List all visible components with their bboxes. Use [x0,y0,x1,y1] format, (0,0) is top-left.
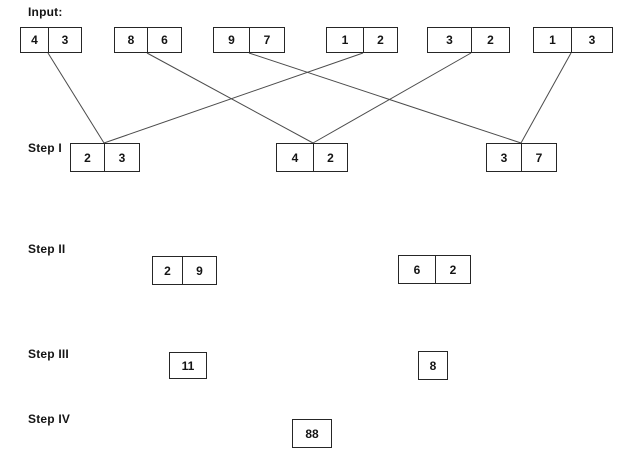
step3-box-1: 11 [169,352,207,379]
input-box-4: 1 2 [326,27,398,53]
box-cell: 11 [181,358,195,373]
step1-box-2: 4 2 [276,143,348,172]
box-cell: 2 [377,33,384,47]
box-cell: 3 [428,28,472,52]
input-box-3: 9 7 [213,27,285,53]
box-cell: 8 [115,28,148,52]
box-cell: 4 [21,28,49,52]
box-cell: 88 [305,426,319,441]
step2-box-1: 2 9 [152,256,217,285]
box-cell: 9 [196,263,203,278]
step4-box-1: 88 [292,419,332,448]
input-box-6: 1 3 [533,27,613,53]
box-cell: 2 [327,150,334,165]
step1-row-label: Step I [28,141,62,155]
step1-box-1: 2 3 [70,143,140,172]
step1-box-3: 3 7 [486,143,557,172]
box-cell: 8 [429,358,437,373]
input-box-2: 8 6 [114,27,182,53]
box-cell: 7 [535,150,543,165]
step2-box-2: 6 2 [398,255,471,284]
box-cell: 7 [263,33,271,47]
box-cell: 6 [399,256,436,283]
box-cell: 2 [487,33,494,47]
box-cell: 9 [214,28,250,52]
step4-row-label: Step IV [28,412,71,426]
box-cell: 3 [61,33,69,47]
box-cell: 3 [118,150,126,165]
step3-row-label: Step III [28,347,69,361]
input-box-5: 3 2 [427,27,510,53]
step2-row-label: Step II [28,242,66,256]
box-cell: 2 [71,144,105,171]
box-cell: 6 [161,33,168,47]
input-box-1: 4 3 [20,27,82,53]
box-cell: 1 [327,28,364,52]
input-row-label: Input: [28,5,63,19]
box-cell: 4 [277,144,314,171]
box-cell: 2 [449,262,457,277]
box-cell: 3 [487,144,522,171]
box-cell: 2 [153,257,183,284]
step3-box-2: 8 [418,351,448,380]
box-cell: 1 [534,28,572,52]
box-cell: 3 [588,33,596,47]
